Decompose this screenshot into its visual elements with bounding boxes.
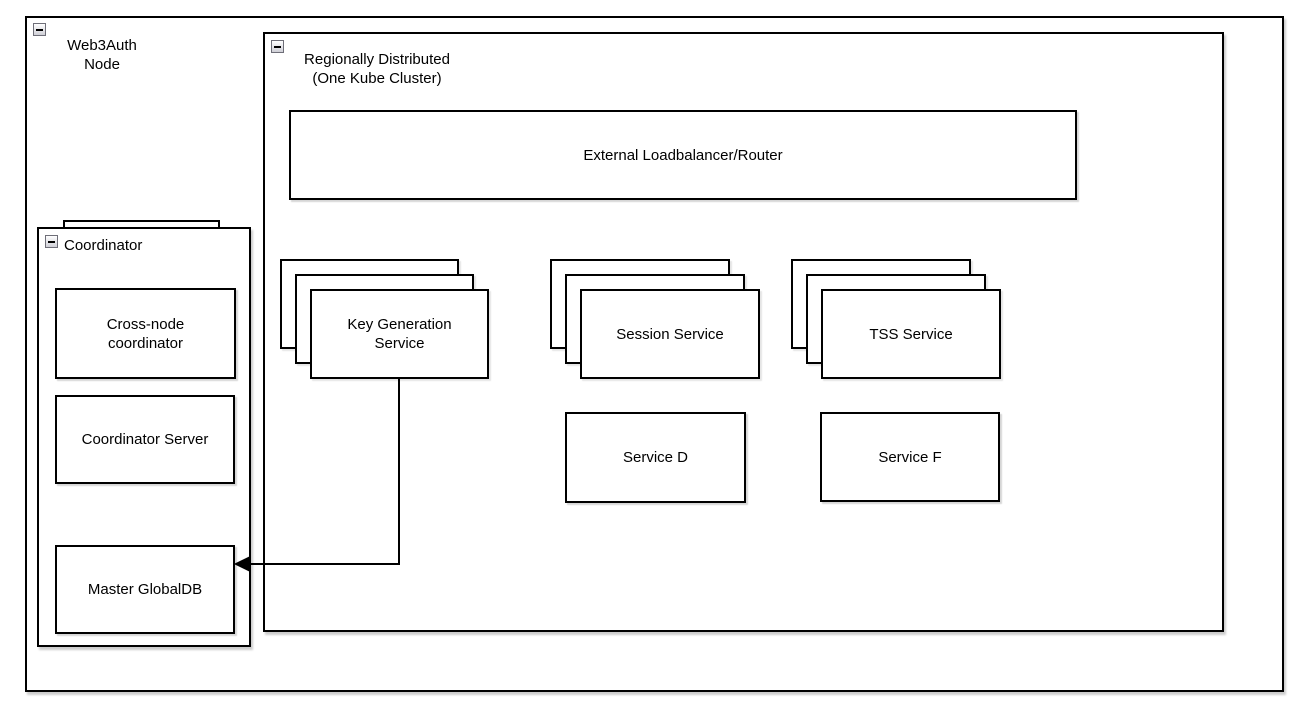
collapse-minus-icon[interactable] — [271, 40, 284, 53]
master-globaldb-label: Master GlobalDB — [87, 581, 203, 598]
node-external-loadbalancer[interactable]: External Loadbalancer/Router — [289, 110, 1077, 200]
service-f-label: Service F — [878, 448, 942, 466]
regional-label-line2: (One Kube Cluster) — [312, 70, 442, 87]
node-master-globaldb[interactable]: Master GlobalDB — [55, 545, 235, 634]
session-service-label: Session Service — [616, 325, 724, 343]
service-d-label: Service D — [622, 449, 689, 466]
tss-service-label: TSS Service — [869, 325, 953, 343]
cross-node-coordinator-label: Cross-node coordinator — [106, 315, 185, 352]
stack-key-generation-service: Key Generation Service — [280, 259, 489, 379]
node-session-service[interactable]: Session Service — [580, 289, 760, 379]
key-generation-service-label: Key Generation Service — [347, 316, 452, 352]
regional-label-line1: Regionally Distributed — [304, 51, 450, 68]
minus-icon — [48, 240, 55, 243]
web3auth-node-label: Web3Auth Node — [47, 36, 157, 74]
node-service-d[interactable]: Service D — [565, 412, 746, 503]
node-cross-node-coordinator[interactable]: Cross-node coordinator — [55, 288, 236, 379]
stack-tss-service: TSS Service — [791, 259, 1001, 379]
stack-session-service: Session Service — [550, 259, 760, 379]
minus-icon — [274, 45, 281, 48]
regionally-distributed-label: Regionally Distributed (One Kube Cluster… — [293, 50, 461, 88]
node-tss-service[interactable]: TSS Service — [821, 289, 1001, 379]
node-coordinator-server[interactable]: Coordinator Server — [55, 395, 235, 484]
container-regionally-distributed[interactable]: Regionally Distributed (One Kube Cluster… — [263, 32, 1224, 632]
web3auth-label-line2: Node — [84, 56, 120, 73]
node-service-f[interactable]: Service F — [820, 412, 1000, 502]
minus-icon — [36, 28, 43, 31]
collapse-minus-icon[interactable] — [33, 23, 46, 36]
container-coordinator[interactable]: Coordinator Cross-node coordinator Coord… — [37, 227, 251, 647]
external-loadbalancer-label: External Loadbalancer/Router — [583, 146, 783, 164]
collapse-minus-icon[interactable] — [45, 235, 58, 248]
coordinator-server-label: Coordinator Server — [81, 431, 209, 448]
web3auth-label-line1: Web3Auth — [67, 37, 137, 54]
coordinator-label: Coordinator — [64, 237, 143, 254]
node-key-generation-service[interactable]: Key Generation Service — [310, 289, 489, 379]
